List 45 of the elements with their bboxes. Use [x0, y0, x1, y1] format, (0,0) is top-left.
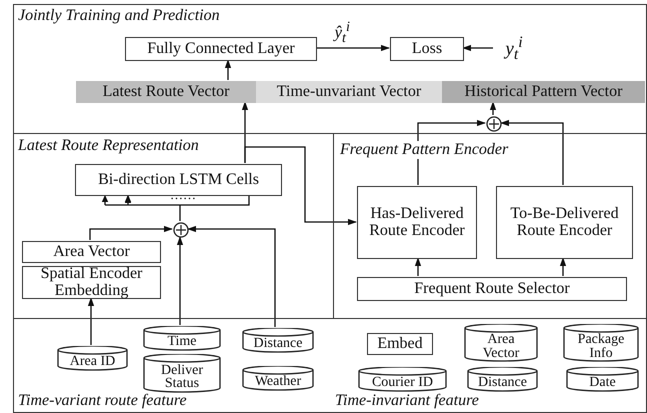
arrow [560, 257, 566, 276]
panel-heading: Time-variant route feature [18, 392, 187, 410]
arrow [462, 44, 493, 52]
arrow [417, 120, 486, 185]
process-box: Embed [367, 333, 433, 355]
vector-band: Time-unvariant Vector [256, 81, 442, 103]
panel-heading: Latest Route Representation [18, 137, 199, 155]
panel-heading: Frequent Pattern Encoder [340, 141, 508, 159]
panel-heading: Jointly Training and Prediction [18, 7, 220, 25]
process-box: Has-Delivered Route Encoder [357, 186, 477, 259]
process-box: Loss [390, 37, 464, 61]
data-cylinder: Distance [242, 328, 314, 353]
data-cylinder: Area Vector [464, 324, 538, 362]
data-cylinder: Package Info [563, 324, 639, 362]
arrow [187, 226, 276, 327]
panel [13, 318, 647, 413]
process-box: Spatial Encoder Embedding [22, 266, 161, 299]
arrow [102, 194, 250, 222]
process-box: Fully Connected Layer [125, 37, 317, 61]
arrow [414, 257, 422, 276]
arrow [500, 120, 564, 185]
data-cylinder: Courier ID [358, 367, 447, 392]
sum-circle-icon [486, 116, 502, 132]
arrow [89, 226, 173, 240]
data-cylinder: Area ID [57, 346, 128, 371]
arrow [176, 236, 184, 325]
process-box: Bi-direction LSTM Cells [75, 164, 282, 196]
panel-heading: Time-invariant feature [335, 392, 479, 410]
process-box: To-Be-Delivered Route Encoder [496, 186, 633, 259]
process-box: Area Vector [22, 241, 161, 263]
vector-band: Historical Pattern Vector [442, 81, 645, 103]
data-cylinder: Weather [242, 366, 314, 391]
arrow [490, 101, 496, 115]
arrow [244, 146, 357, 226]
data-cylinder: Date [566, 367, 639, 392]
sum-circle-icon [173, 222, 189, 238]
process-box: Frequent Route Selector [357, 277, 627, 301]
arrow [88, 297, 94, 345]
vector-band: Latest Route Vector [76, 81, 256, 103]
panel [13, 4, 647, 134]
arrow [316, 44, 390, 52]
arrow [224, 59, 232, 80]
data-cylinder: Distance [467, 367, 538, 392]
data-cylinder: Deliver Status [143, 354, 221, 393]
data-cylinder: Time [143, 326, 221, 351]
